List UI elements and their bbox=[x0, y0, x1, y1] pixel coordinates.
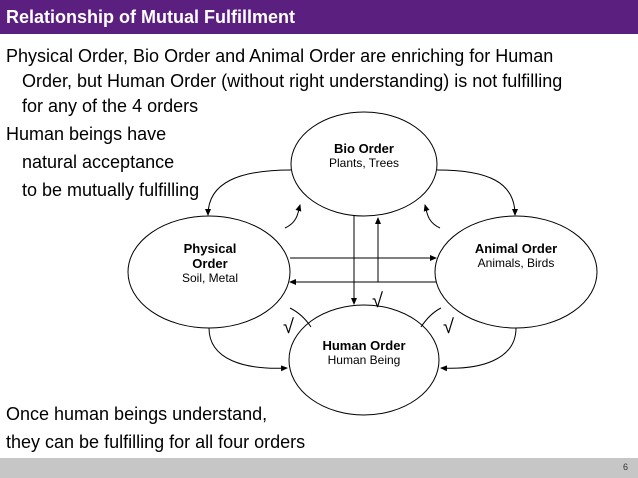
human-order-label: Human Order Human Being bbox=[314, 338, 414, 368]
physical-order-subtitle: Soil, Metal bbox=[181, 271, 239, 285]
physical-order-title-line-2: Order bbox=[192, 256, 228, 271]
intro-text-line-1: Physical Order, Bio Order and Animal Ord… bbox=[6, 46, 554, 66]
intro-text-line-2: Order, but Human Order (without right un… bbox=[22, 71, 563, 91]
arrow-animal-to-human bbox=[440, 327, 517, 372]
human-order-title: Human Order bbox=[322, 338, 406, 353]
title-bar: Relationship of Mutual Fulfillment bbox=[0, 0, 638, 34]
note-text-line-1: Human beings have bbox=[6, 124, 167, 144]
intro-text-line-3: for any of the 4 orders bbox=[22, 96, 199, 116]
physical-order-label: Physical Order Soil, Metal bbox=[160, 241, 260, 286]
footer-bar: 6 bbox=[0, 458, 638, 478]
bio-order-title: Bio Order bbox=[334, 141, 394, 156]
note-text-line-2: natural acceptance bbox=[22, 152, 175, 172]
bio-order-subtitle: Plants, Trees bbox=[328, 156, 400, 170]
note-text-line-3: to be mutually fulfilling bbox=[22, 180, 200, 200]
arrow-physical-to-bio bbox=[284, 204, 302, 229]
animal-order-subtitle: Animals, Birds bbox=[477, 256, 555, 270]
outro-text-line-2: they can be fulfilling for all four orde… bbox=[6, 432, 306, 452]
animal-order-ellipse bbox=[434, 215, 598, 329]
animal-order-label: Animal Order Animals, Birds bbox=[460, 241, 572, 271]
human-order-ellipse bbox=[288, 304, 440, 416]
animal-order-title: Animal Order bbox=[474, 241, 558, 256]
check-mark-animal: √ bbox=[443, 316, 454, 338]
bio-order-label: Bio Order Plants, Trees bbox=[314, 141, 414, 171]
physical-order-title-line-1: Physical bbox=[183, 241, 237, 256]
outro-text-line-1: Once human beings understand, bbox=[6, 404, 268, 424]
arrow-physical-to-human bbox=[208, 327, 288, 372]
page-number: 6 bbox=[622, 462, 628, 472]
check-mark-bio: √ bbox=[372, 290, 383, 312]
arrow-animal-to-bio bbox=[423, 204, 441, 229]
human-order-subtitle: Human Being bbox=[327, 353, 401, 367]
bio-order-ellipse bbox=[290, 111, 438, 217]
connector-human-to-physical bbox=[289, 307, 312, 328]
arrow-bio-to-physical bbox=[205, 169, 292, 216]
arrow-bio-to-animal bbox=[436, 169, 518, 216]
check-mark-physical: √ bbox=[283, 316, 294, 338]
slide-title: Relationship of Mutual Fulfillment bbox=[6, 7, 295, 27]
connector-human-to-animal bbox=[420, 307, 442, 328]
